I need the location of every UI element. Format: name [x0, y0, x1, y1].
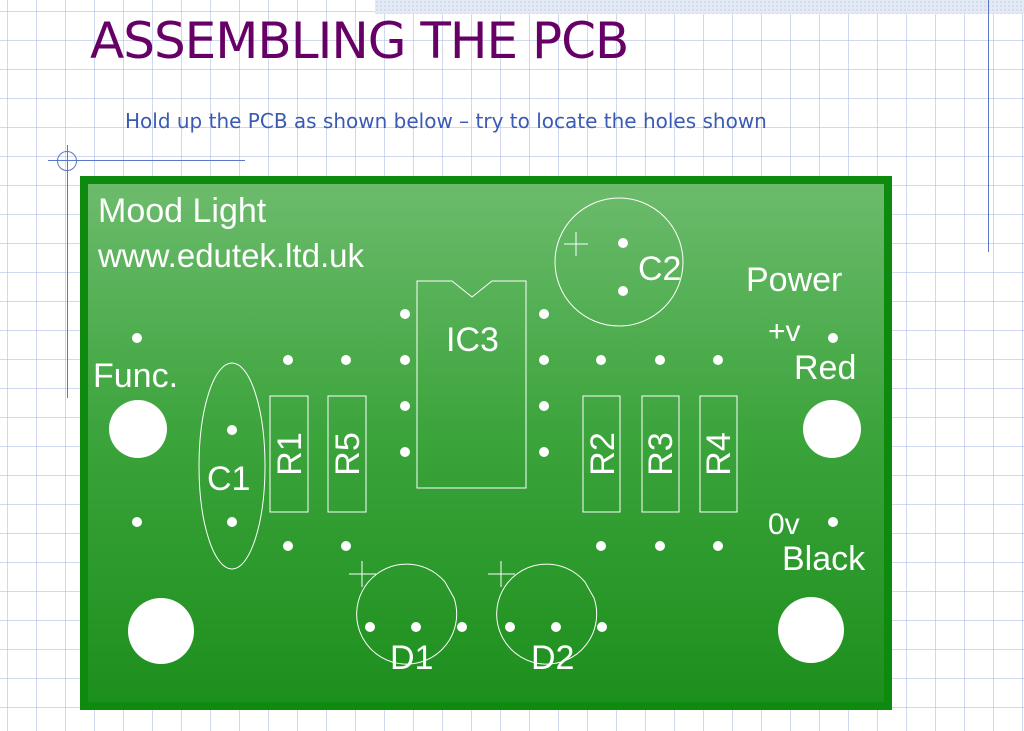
pad — [341, 541, 351, 551]
d1-plus-mark — [349, 561, 376, 587]
pad — [283, 355, 293, 365]
pad — [539, 355, 549, 365]
ic3-outline — [416, 280, 527, 489]
horizontal-guide-line — [48, 160, 245, 161]
pad — [655, 541, 665, 551]
pad — [400, 401, 410, 411]
power-label: Power — [746, 261, 842, 299]
mounting-holes — [109, 400, 861, 664]
c2-outline — [554, 197, 684, 327]
ic3-label: IC3 — [446, 321, 499, 359]
silkscreen-outlines — [198, 197, 738, 665]
pad — [551, 622, 561, 632]
c1-outline — [198, 362, 266, 570]
pad — [597, 622, 607, 632]
d1-outline — [356, 563, 458, 665]
pad — [713, 541, 723, 551]
mounting-hole-left-upper — [109, 400, 167, 458]
pad — [618, 238, 628, 248]
pad — [227, 517, 237, 527]
pad — [400, 309, 410, 319]
pad — [132, 517, 142, 527]
mounting-hole-left-lower — [128, 598, 194, 664]
silkscreen-labels: Mood Light www.edutek.ltd.uk C2 IC3 Powe… — [93, 192, 866, 677]
mounting-hole-right-upper — [803, 400, 861, 458]
r1-label: R1 — [271, 432, 309, 475]
r2-outline — [582, 395, 621, 513]
component-pads — [132, 238, 838, 632]
r4-outline — [699, 395, 738, 513]
pad — [539, 447, 549, 457]
pad — [227, 425, 237, 435]
pad — [341, 355, 351, 365]
d2-plus-mark — [488, 561, 515, 587]
func-label: Func. — [93, 357, 178, 395]
pad — [828, 517, 838, 527]
r2-label: R2 — [584, 432, 622, 475]
pad — [457, 622, 467, 632]
vertical-guide-line — [67, 145, 68, 398]
zero-voltage-label: 0v — [768, 508, 800, 541]
slide-subtitle: Hold up the PCB as shown below – try to … — [125, 109, 767, 133]
d1-label: D1 — [390, 639, 433, 677]
r3-outline — [641, 395, 680, 513]
r4-label: R4 — [700, 432, 738, 475]
r1-outline — [269, 395, 309, 513]
c1-label: C1 — [207, 460, 250, 498]
pad — [828, 333, 838, 343]
pcb-diagram: Mood Light www.edutek.ltd.uk C2 IC3 Powe… — [80, 176, 892, 710]
c2-label: C2 — [638, 250, 681, 288]
board-name-label: Mood Light — [98, 192, 267, 230]
c2-plus-mark — [564, 232, 588, 256]
pad — [400, 355, 410, 365]
d2-label: D2 — [531, 639, 574, 677]
pad — [365, 622, 375, 632]
pad — [539, 309, 549, 319]
right-guide-line — [988, 0, 989, 252]
pad — [283, 541, 293, 551]
mounting-hole-right-lower — [778, 597, 844, 663]
pad — [411, 622, 421, 632]
top-decorative-band — [375, 0, 1024, 14]
pad — [539, 401, 549, 411]
r3-label: R3 — [642, 432, 680, 475]
black-wire-label: Black — [782, 540, 866, 578]
guide-circle-mark — [57, 151, 77, 171]
pad — [596, 541, 606, 551]
r5-outline — [327, 395, 367, 513]
r5-label: R5 — [329, 432, 367, 475]
pad — [505, 622, 515, 632]
red-wire-label: Red — [794, 349, 856, 387]
pad — [132, 333, 142, 343]
pad — [713, 355, 723, 365]
pad — [596, 355, 606, 365]
website-label: www.edutek.ltd.uk — [97, 237, 364, 274]
pcb-board — [88, 184, 884, 702]
pad — [618, 286, 628, 296]
slide-title: ASSEMBLING THE PCB — [90, 12, 629, 70]
d2-outline — [496, 563, 598, 665]
positive-voltage-label: +v — [768, 315, 801, 348]
pad — [400, 447, 410, 457]
pad — [655, 355, 665, 365]
